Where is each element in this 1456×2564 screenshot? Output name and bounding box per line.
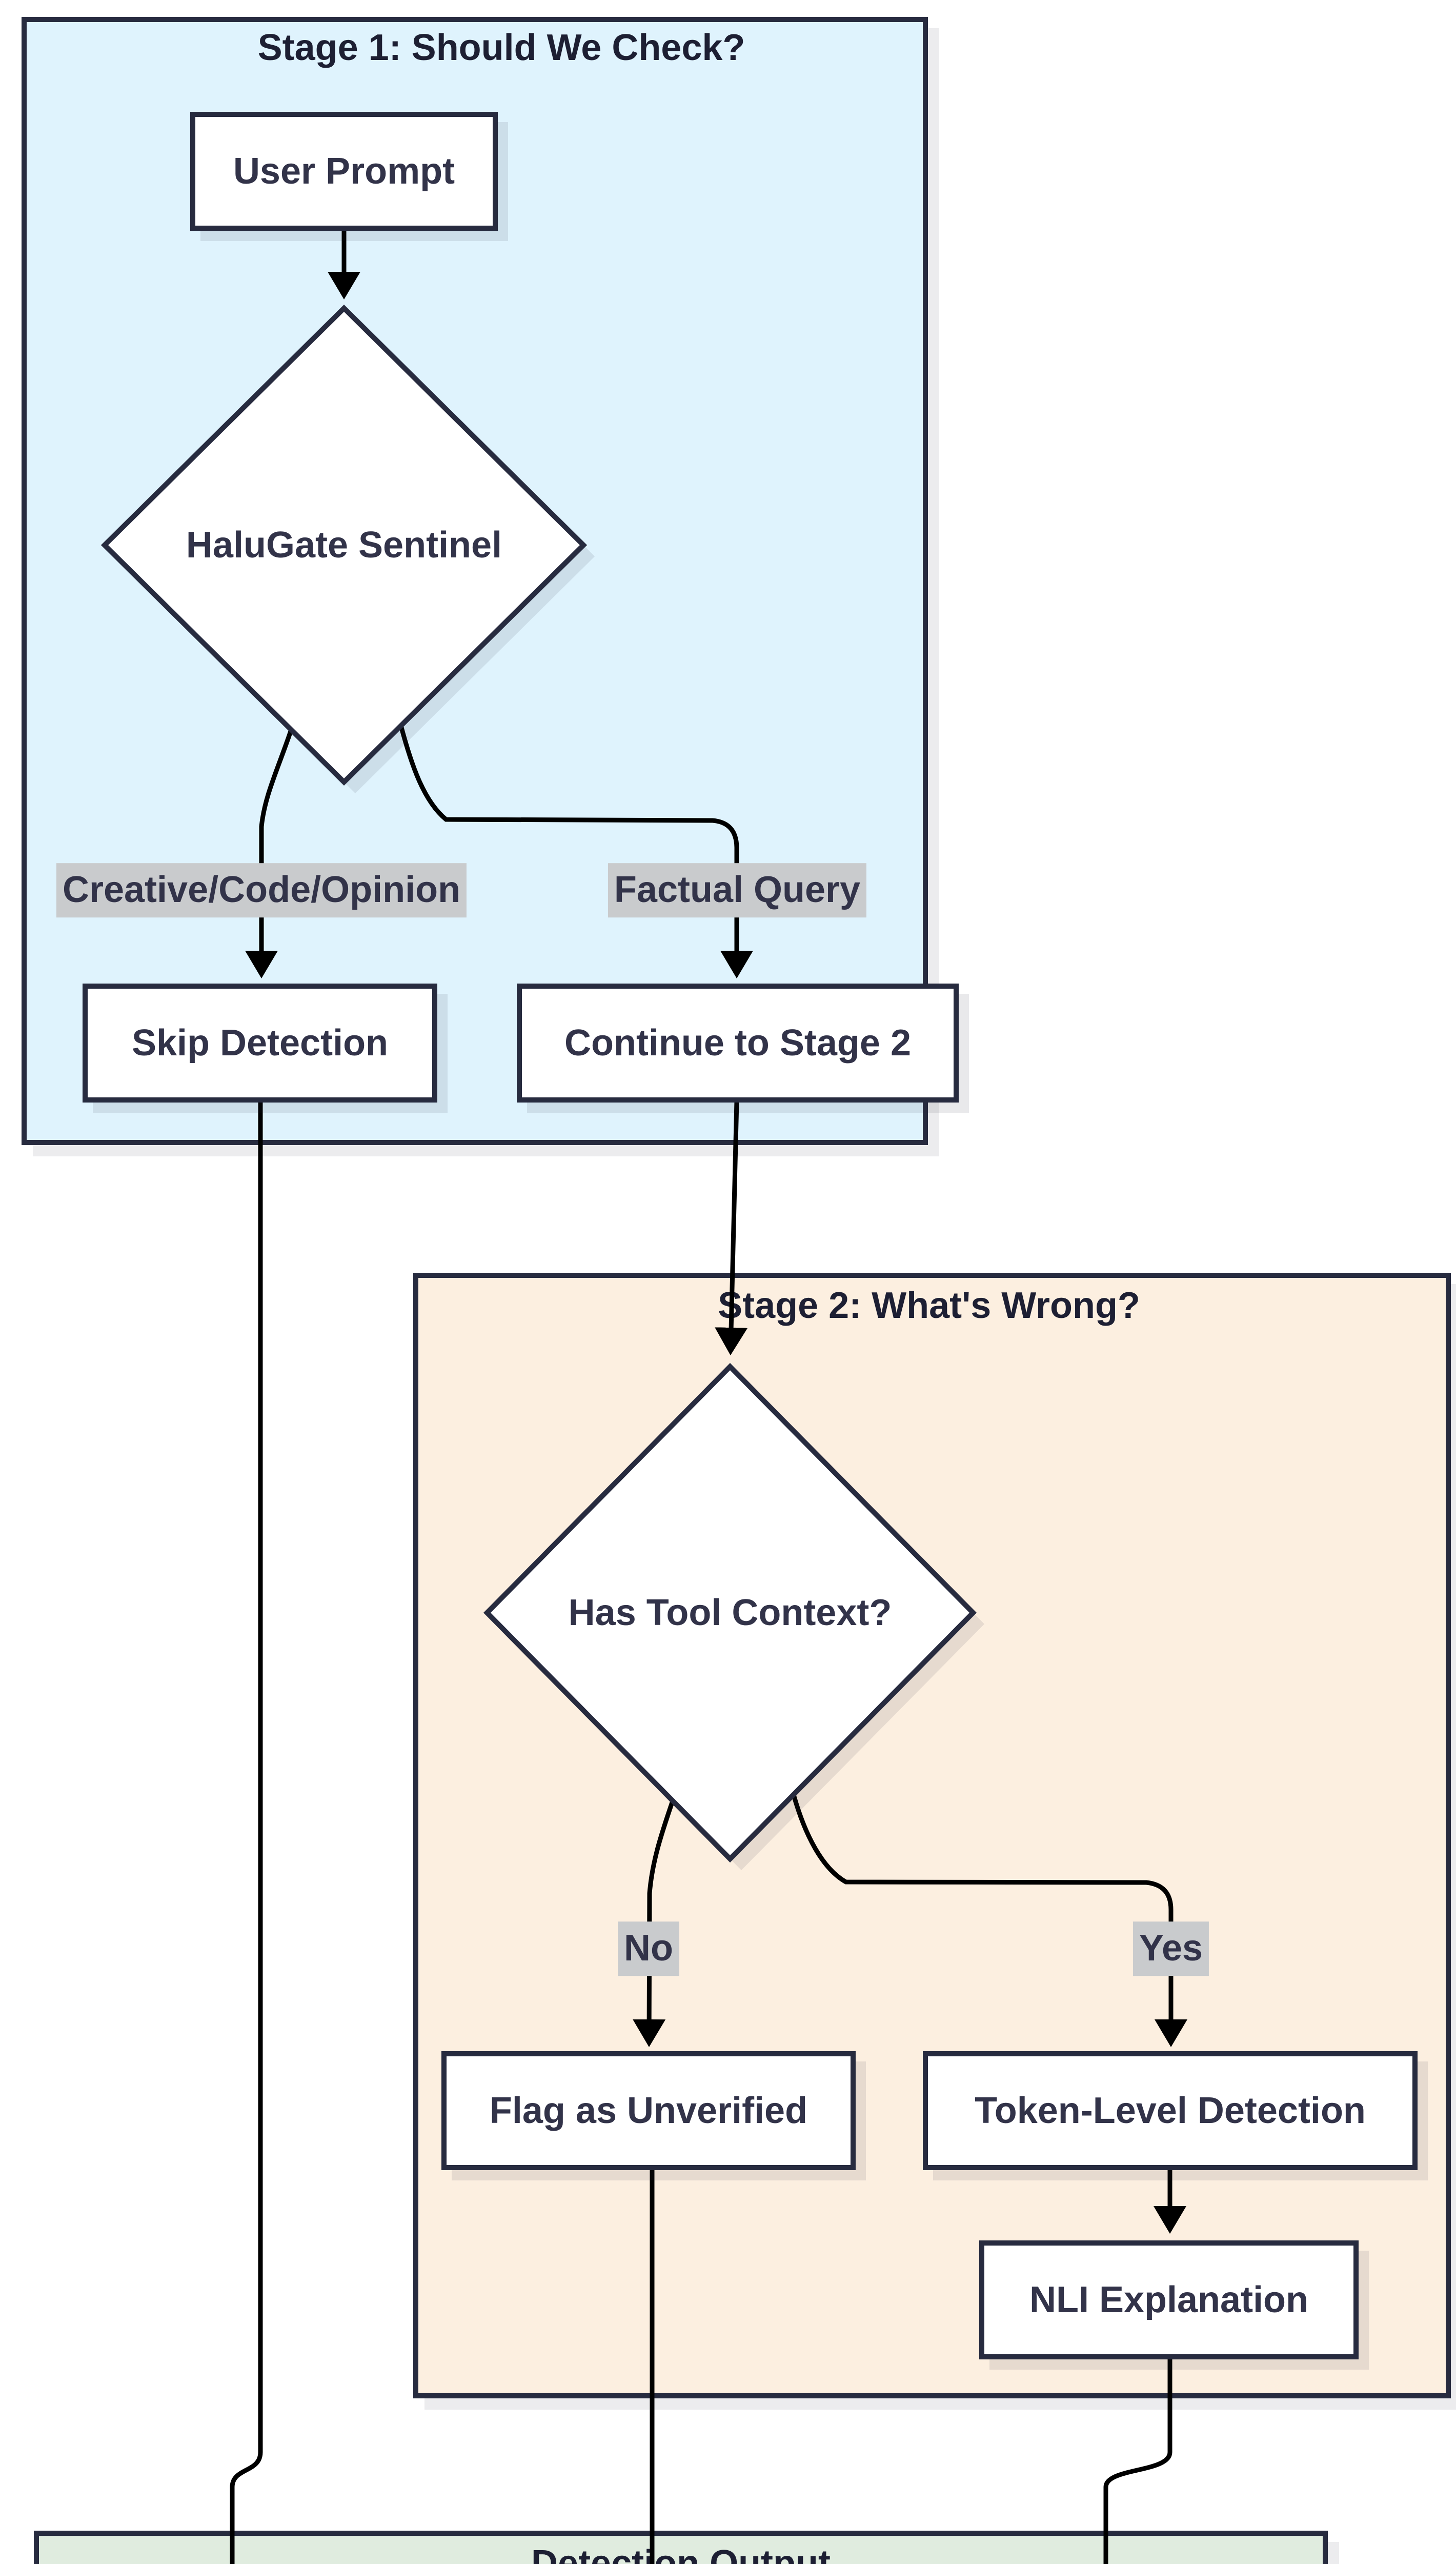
edge-label-yes: Yes (1133, 1921, 1209, 1976)
edge-continue-to-has-tool-context (715, 1101, 748, 1355)
halugate-diamond-shape (100, 304, 588, 786)
edge-nli-to-detailed-report (1103, 2359, 1172, 2564)
edge-label-creative-code-opinion: Creative/Code/Opinion (56, 863, 467, 917)
stage2-container (413, 1273, 1451, 2398)
node-nli-explanation: NLI Explanation (979, 2240, 1359, 2359)
stage1-title: Stage 1: Should We Check? (257, 27, 745, 68)
edge-sentinel-to-continue (398, 725, 753, 978)
node-token-level-detection: Token-Level Detection (923, 2051, 1418, 2170)
edge-label-no: No (618, 1921, 679, 1976)
halugate-sentinel-label: HaluGate Sentinel (186, 525, 502, 566)
has-tool-context-diamond (483, 1363, 984, 1870)
halugate-sentinel-diamond (100, 304, 595, 793)
has-tool-context-label: Has Tool Context? (568, 1592, 892, 1633)
node-continue-to-stage2: Continue to Stage 2 (517, 984, 959, 1103)
node-user-prompt: User Prompt (190, 112, 498, 231)
edge-sentinel-to-skip (245, 729, 294, 978)
edge-has-tool-context-yes-to-token (791, 1794, 1187, 2047)
edge-has-tool-context-no-to-flag (633, 1800, 675, 2047)
stage2-title: Stage 2: What's Wrong? (718, 1285, 1140, 1326)
edge-skip-to-pass-through (230, 1101, 263, 2564)
node-skip-detection: Skip Detection (83, 984, 437, 1103)
edge-label-factual-query: Factual Query (608, 863, 867, 917)
output-container (34, 2531, 1328, 2564)
node-flag-as-unverified: Flag as Unverified (441, 2051, 856, 2170)
has-tool-context-diamond-shape (483, 1363, 977, 1863)
output-title: Detection Output (531, 2543, 831, 2564)
